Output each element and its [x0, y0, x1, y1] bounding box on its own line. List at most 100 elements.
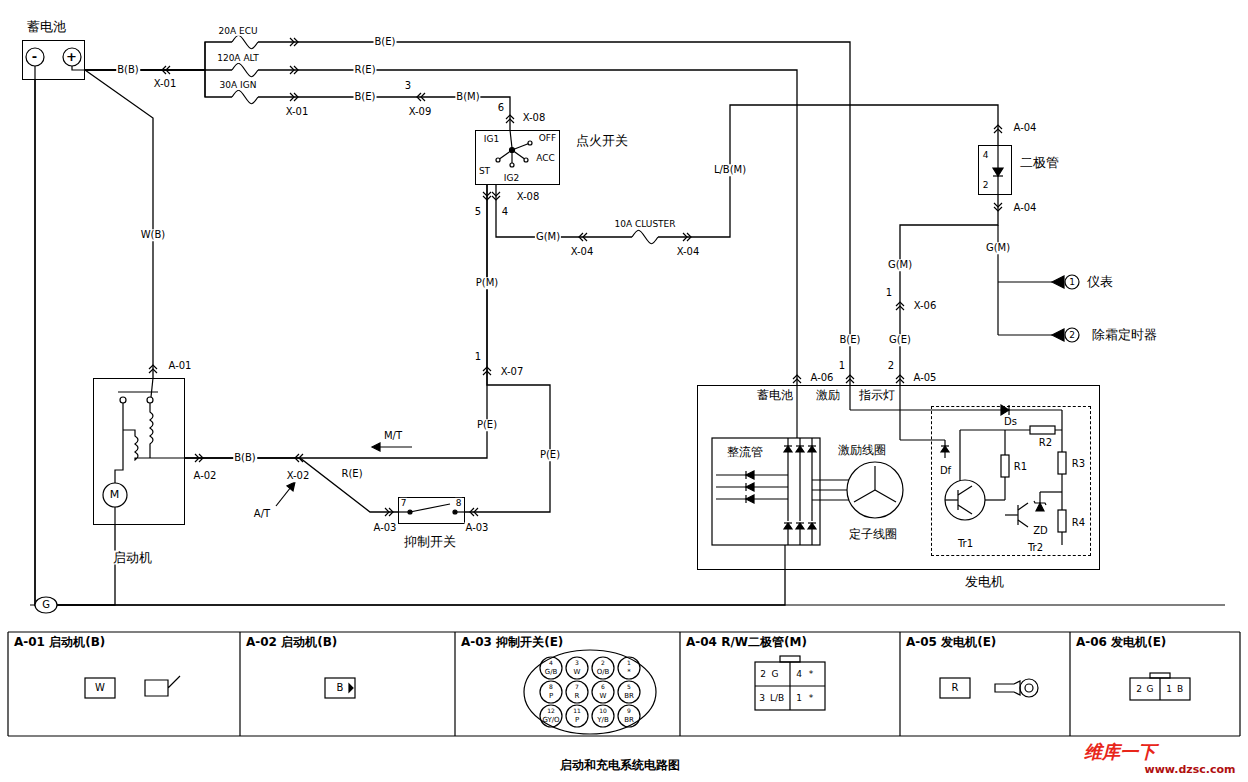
node-text: IG2 — [503, 172, 520, 182]
connector-drawing — [940, 678, 970, 698]
rectifier-block — [712, 438, 820, 545]
resistor-symbol — [1058, 452, 1066, 474]
node-text: 4 — [982, 149, 990, 159]
direction-arrow — [378, 446, 412, 447]
connector-symbol — [162, 66, 170, 74]
connector-drawing — [755, 685, 825, 686]
connector-pin — [540, 657, 562, 679]
wire-art — [959, 430, 960, 481]
wire-label: 30A IGN — [219, 80, 258, 90]
wire-label: G — [42, 599, 50, 611]
table-rule — [8, 735, 1240, 736]
diode-symbol — [784, 522, 792, 523]
node-text: 蓄电池 — [756, 389, 794, 403]
wire-label: A-06 — [810, 372, 835, 384]
node-text: R4 — [1071, 517, 1086, 529]
wire-connector — [85, 70, 153, 378]
connector-pin — [618, 705, 640, 727]
wire-label: 1 — [885, 287, 893, 299]
wire-label: 3 — [404, 80, 412, 92]
wire-label: A-01 — [168, 360, 193, 372]
connector-cell: A-03 抑制开关(E)4G/B3W2O/B1*8P7R6W5BR12GY/O1… — [455, 632, 680, 736]
node-title: A-03 抑制开关(E) — [461, 636, 563, 650]
table-rule — [1069, 632, 1070, 736]
wire-art — [945, 499, 958, 500]
stator-winding — [875, 490, 896, 502]
node-text: ZD — [1032, 525, 1049, 537]
ground-symbol — [35, 597, 57, 613]
node-text: Y/B — [597, 716, 608, 724]
node-text: R — [951, 682, 960, 694]
connector-symbol — [793, 375, 801, 383]
wire-label: B(B) — [233, 452, 257, 464]
wire-label: 1 — [1069, 277, 1075, 287]
wire-art — [1040, 491, 1062, 492]
diode-symbol — [808, 522, 816, 523]
fuse-symbol — [232, 63, 258, 77]
fuse-symbol — [632, 231, 658, 243]
connector-drawing — [145, 676, 180, 696]
node-text: IG1 — [483, 133, 500, 143]
node-text: 激励线圈 — [837, 444, 887, 458]
wire-connector — [85, 70, 510, 130]
node-text: 1 — [1165, 684, 1173, 694]
wire-label: 6 — [497, 102, 505, 114]
node-text: Df — [939, 465, 952, 477]
wire-art — [796, 385, 797, 438]
node-text: R3 — [1071, 458, 1086, 470]
node-text: GY/O — [542, 716, 559, 724]
wire-art — [204, 42, 205, 97]
wire-art — [784, 545, 785, 570]
node-text: 4 — [549, 660, 553, 667]
callout-circle — [1065, 275, 1079, 289]
wire-connector — [900, 195, 998, 385]
node-text: + — [66, 49, 77, 64]
connector-pin — [540, 681, 562, 703]
node-text: 3 — [575, 660, 579, 667]
diode-symbol — [746, 495, 754, 503]
fuse-symbol — [232, 64, 258, 76]
wire-label: B(E) — [374, 36, 397, 48]
wire-label: B(B) — [116, 64, 140, 76]
ground-bus — [30, 604, 1225, 605]
diode-symbol — [808, 446, 816, 452]
resistor-symbol — [1030, 426, 1055, 434]
switch-blade — [410, 504, 450, 512]
wire-art — [944, 452, 945, 458]
wire-label: www.dzsc.com — [1144, 764, 1235, 777]
wire-label: 除霜定时器 — [1091, 328, 1158, 343]
connector-drawing — [1159, 678, 1160, 700]
node-title: 发电机 — [964, 574, 1005, 589]
connector-drawing — [325, 678, 355, 698]
connector-pin — [540, 705, 562, 727]
wire-label: W(B) — [140, 229, 167, 241]
terminal-arrow — [1052, 329, 1064, 341]
wire-art — [1005, 514, 1018, 515]
table-rule — [7, 632, 8, 736]
stator-winding — [847, 462, 903, 518]
wire-label: G(M) — [985, 242, 1011, 254]
node-text: 8 — [455, 497, 463, 507]
wire-label: X-08 — [522, 112, 547, 124]
wire-label: X-02 — [286, 470, 311, 482]
node-text: BR — [624, 692, 634, 700]
node-text: 9 — [627, 708, 631, 715]
connector-drawing — [780, 656, 800, 662]
wire-art — [34, 66, 35, 80]
battery-terminal — [26, 48, 44, 66]
diode-symbol — [746, 483, 754, 491]
transistor-symbol — [958, 505, 972, 514]
battery-terminal — [63, 48, 81, 66]
diode-symbol — [784, 523, 792, 529]
wire-art — [1039, 492, 1040, 503]
connector-symbol — [683, 233, 691, 241]
node-text: 指示灯 — [858, 389, 896, 403]
wire-label: 120A ALT — [216, 53, 260, 63]
connector-symbol — [506, 115, 514, 123]
stator-winding — [874, 466, 875, 490]
diode-symbol — [796, 523, 804, 529]
wire-art — [998, 334, 1052, 335]
wire-label: G(M) — [887, 259, 913, 271]
wire-art — [799, 529, 800, 545]
